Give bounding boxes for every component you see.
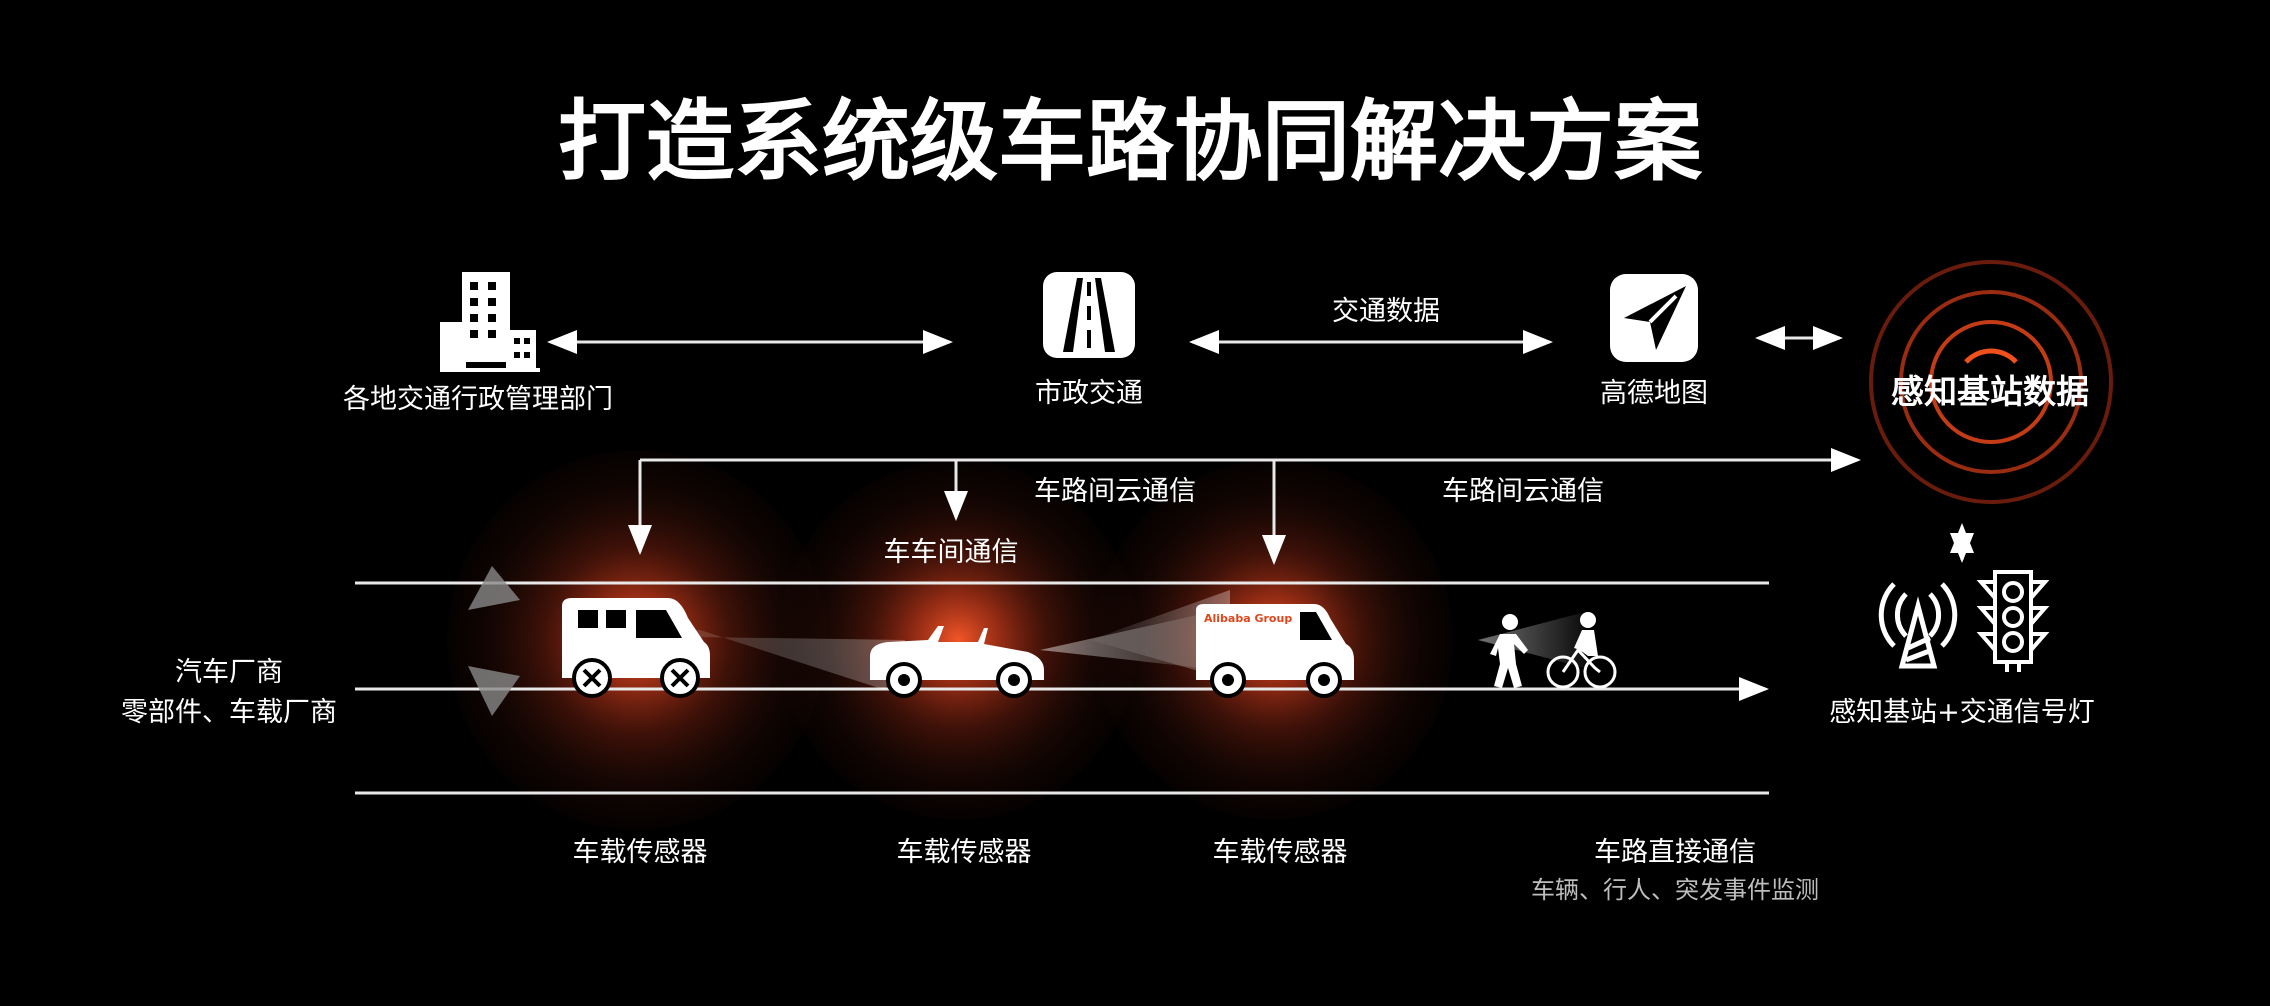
municipal-label: 市政交通 [1035, 378, 1143, 409]
admin-label: 各地交通行政管理部门 [343, 384, 613, 415]
page-title: 打造系统级车路协同解决方案 [558, 90, 1703, 193]
v2v-label: 车车间通信 [884, 537, 1019, 568]
supplier-label: 零部件、车载厂商 [121, 697, 337, 728]
delivery-van-icon: Alibaba Group [1196, 604, 1354, 698]
sensor-beam [1090, 590, 1230, 680]
bicycle-icon [1546, 612, 1617, 689]
road-icon [1043, 272, 1135, 358]
cloud-comm-label: 车路间云通信 [1034, 476, 1196, 507]
pedestrian-icon [1490, 614, 1528, 688]
vehicle-sensor-label: 车载传感器 [897, 837, 1032, 868]
sensor-data-rings [1869, 260, 2113, 504]
traffic-data-label: 交通数据 [1332, 296, 1440, 327]
signal-tower-icon [1878, 582, 1958, 669]
automaker-label: 汽车厂商 [175, 657, 283, 688]
truck-brand-text: Alibaba Group [1204, 612, 1292, 625]
van-icon [562, 598, 710, 698]
direct-comm-label: 车路直接通信 [1594, 837, 1756, 868]
convertible-car-icon [870, 626, 1044, 698]
cloud-comm-label: 车路间云通信 [1442, 476, 1604, 507]
building-icon [440, 272, 540, 372]
sensor-data-label: 感知基站数据 [1891, 372, 2089, 411]
station-signal-label: 感知基站+交通信号灯 [1829, 697, 2095, 728]
sensor-beam [560, 630, 905, 690]
traffic-light-icon [1976, 570, 2050, 672]
pedestrian-beam [1478, 612, 1585, 668]
sensor-range-marks [468, 566, 520, 716]
sensor-glow [778, 460, 1138, 820]
vehicle-sensor-label: 车载传感器 [1213, 837, 1348, 868]
vehicle-sensor-label: 车载传感器 [573, 837, 708, 868]
gaode-map-icon [1610, 274, 1698, 362]
direct-comm-sub: 车辆、行人、突发事件监测 [1531, 876, 1819, 904]
gaode-label: 高德地图 [1600, 378, 1708, 409]
